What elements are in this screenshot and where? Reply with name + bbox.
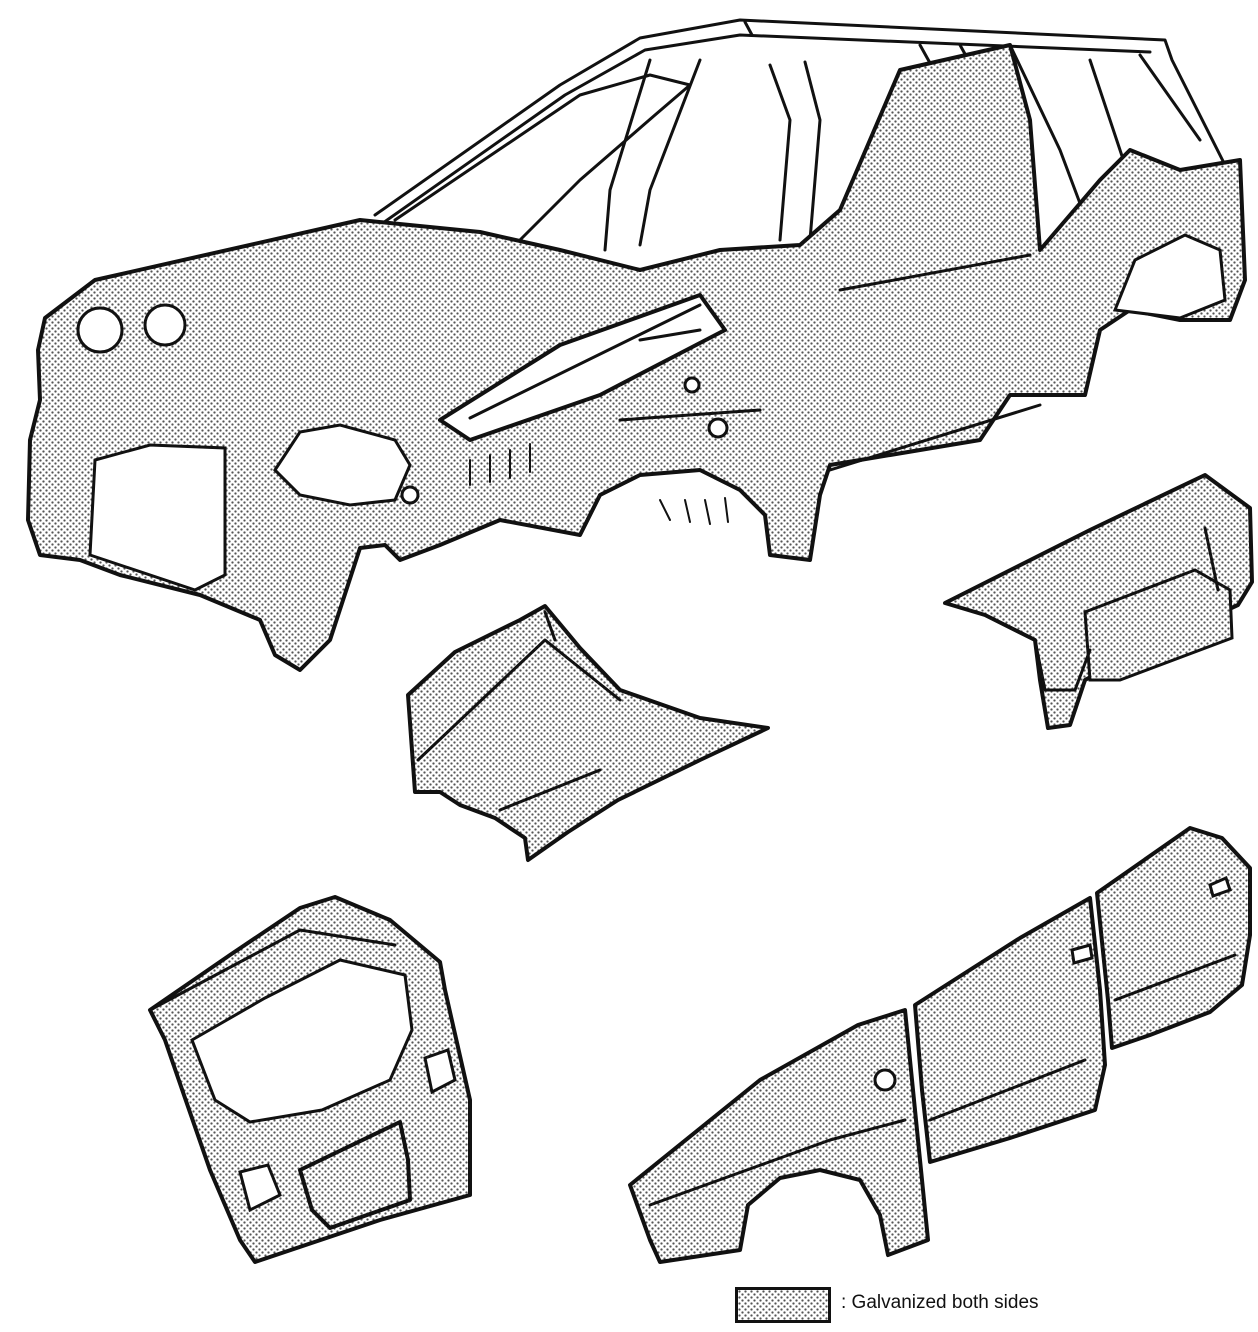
rear-door xyxy=(1095,826,1252,1050)
front-door xyxy=(913,896,1107,1164)
trunk-lid xyxy=(943,473,1254,730)
legend: : Galvanized both sides xyxy=(735,1286,1255,1326)
rear-gate xyxy=(148,895,472,1264)
legend-label: : Galvanized both sides xyxy=(841,1292,1039,1313)
front-fender xyxy=(628,1008,930,1264)
hood xyxy=(406,604,770,862)
body-shell xyxy=(26,18,1247,672)
legend-swatch xyxy=(735,1287,831,1323)
